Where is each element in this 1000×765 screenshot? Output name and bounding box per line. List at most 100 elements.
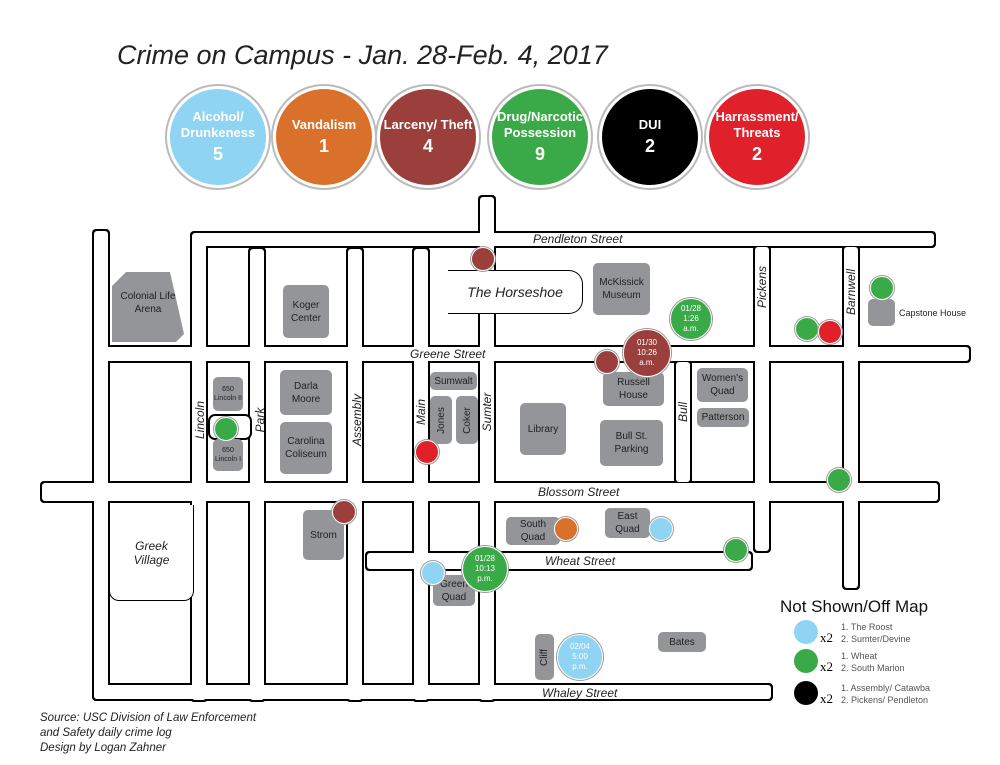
capstone-house-label: Capstone House (899, 308, 967, 318)
building-koger-center: Koger Center (283, 285, 329, 338)
building-coker: Coker (456, 396, 478, 444)
building-650-lincoln-ii: 650 Lincoln II (213, 377, 243, 411)
category-name: Drug/Narcotic Possession (497, 109, 583, 140)
legend-location: 1. The Roost (841, 622, 893, 632)
street-label-sumter: Sumter (480, 392, 494, 432)
category-circle-5: Harrassment/ Threats 2 (706, 86, 808, 188)
street-label-blossom: Blossom Street (538, 485, 620, 499)
road-barnwell-fill (844, 247, 858, 588)
building-cliff: Cliff (535, 634, 554, 680)
incident-marker (649, 517, 673, 541)
the-horseshoe: The Horseshoe (448, 270, 583, 314)
legend-location: 2. Pickens/ Pendleton (841, 695, 929, 705)
building-library: Library (520, 403, 566, 455)
street-label-main: Main (414, 399, 428, 426)
category-name: Harrassment/ Threats (715, 109, 799, 140)
road-whaley-fill (94, 685, 771, 699)
category-name: Alcohol/ Drunkeness (180, 109, 256, 140)
building-carolina-coliseum: Carolina Coliseum (280, 422, 332, 474)
incident-marker (554, 517, 578, 541)
incident-marker (415, 440, 439, 464)
road-pickens-fill (755, 247, 769, 551)
building-east-quad: East Quad (605, 508, 650, 538)
incident-time-label: 01/28 1:26 a.m. (680, 304, 702, 333)
street-label-pickens: Pickens (755, 265, 769, 309)
category-count: 2 (644, 136, 655, 156)
incident-marker: 01/28 10:13 p.m. (462, 546, 508, 592)
cliff-label: Cliff (538, 648, 550, 666)
legend-multiplier: x2 (820, 659, 833, 674)
legend-location: 1. Wheat (841, 651, 878, 661)
street-label-bull: Bull (676, 402, 690, 423)
building-jones: Jones (430, 396, 452, 444)
incident-time-label: 02/04 5:00 p.m. (569, 642, 591, 671)
category-name: Vandalism (291, 117, 357, 132)
road-park-fill (250, 249, 264, 700)
street-label-assembly: Assembly (350, 394, 364, 447)
page-title: Crime on Campus - Jan. 28-Feb. 4, 2017 (117, 40, 608, 70)
incident-marker (870, 276, 894, 300)
category-name: Larceny/ Theft (383, 117, 473, 132)
incident-marker: 02/04 5:00 p.m. (557, 634, 603, 680)
incident-marker: 01/28 1:26 a.m. (670, 298, 712, 340)
incident-marker (818, 320, 842, 344)
legend-locations: 1. Assembly/ Catawba 2. Pickens/ Pendleto… (841, 682, 930, 706)
greek-village: Greek Village (109, 505, 194, 601)
incident-marker (471, 247, 495, 271)
building-patterson: Patterson (697, 408, 749, 427)
road-blossom-fill (42, 483, 938, 501)
incident-time-label: 01/28 10:13 p.m. (474, 554, 496, 583)
coker-label: Coker (461, 406, 473, 434)
category-count: 5 (212, 144, 223, 164)
colonial-life-arena-shape (112, 272, 184, 342)
incident-marker (421, 561, 445, 585)
incident-marker (724, 538, 748, 562)
building-russell-house: Russell House (603, 372, 664, 406)
legend-dot (794, 620, 818, 644)
category-circle-0: Alcohol/ Drunkeness 5 (167, 86, 269, 188)
jones-label: Jones (435, 406, 447, 434)
building-bates: Bates (658, 632, 706, 652)
incident-marker (595, 350, 619, 374)
building-womens-quad: Women's Quad (697, 368, 748, 402)
legend-location: 2. Sumter/Devine (841, 634, 911, 644)
incident-marker (795, 317, 819, 341)
street-label-greene: Greene Street (410, 347, 486, 361)
source-line-2: and Safety daily crime log (40, 727, 172, 739)
legend-dot (794, 649, 818, 673)
street-label-wheat: Wheat Street (545, 554, 616, 568)
legend-dot (794, 681, 818, 705)
building-capstone-house (868, 299, 895, 326)
street-label-whaley: Whaley Street (542, 686, 618, 700)
building-sumwalt: Sumwalt (430, 372, 477, 390)
category-count: 2 (751, 144, 762, 164)
legend-locations: 1. Wheat 2. South Marion (841, 650, 905, 674)
building-darla-moore: Darla Moore (280, 370, 332, 415)
building-strom: Strom (303, 510, 344, 560)
building-mckissick-museum: McKissick Museum (593, 263, 650, 315)
source-line-1: Source: USC Division of Law Enforcement (40, 712, 257, 724)
building-south-quad: South Quad (506, 517, 560, 545)
category-circle-3: Drug/Narcotic Possession 9 (489, 86, 591, 188)
street-label-barnwell: Barnwell (844, 268, 858, 316)
design-credit: Design by Logan Zahner (40, 742, 166, 754)
legend-location: 1. Assembly/ Catawba (841, 683, 931, 693)
legend-multiplier: x2 (820, 691, 833, 706)
building-bull-st-parking: Bull St. Parking (600, 420, 663, 466)
legend-locations: 1. The Roost 2. Sumter/Devine (841, 621, 911, 645)
road-far-left-fill (94, 231, 108, 699)
road-pendleton-fill (192, 233, 934, 246)
incident-marker (827, 468, 851, 492)
building-650-lincoln-i: 650 Lincoln I (213, 439, 243, 471)
road-lincoln-fill (192, 234, 206, 700)
legend-location: 2. South Marion (841, 663, 905, 673)
category-count: 9 (534, 144, 545, 164)
road-main-fill (414, 249, 428, 700)
road-greene-fill (94, 347, 969, 361)
incident-time-label: 01/30 10:26 a.m. (636, 338, 658, 367)
incident-marker (214, 417, 238, 441)
source-credit: Source: USC Division of Law Enforcement … (40, 711, 256, 756)
